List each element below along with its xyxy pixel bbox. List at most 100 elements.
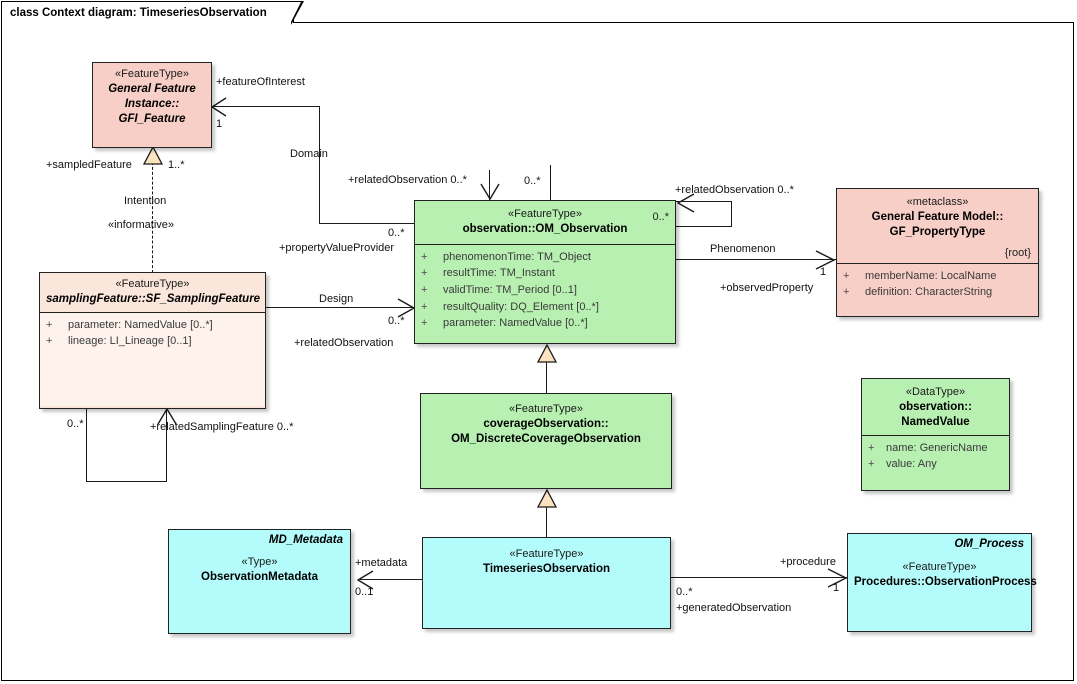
visibility-marker: + — [868, 441, 875, 454]
class-qualified-name: MD_Metadata — [268, 534, 343, 546]
visibility-marker: + — [46, 318, 53, 331]
visibility-marker: + — [421, 267, 428, 280]
visibility-marker: + — [843, 286, 850, 299]
edge-generalization-timeseries-v — [546, 505, 548, 537]
attribute-row: +resultQuality: DQ_Element [0..*] — [421, 299, 671, 316]
class-header: «Type» ObservationMetadata — [169, 530, 350, 590]
edge-related-sampling-v2 — [166, 409, 168, 482]
label-procedure-multiplicity: 1 — [833, 582, 840, 594]
attribute-text: resultQuality: DQ_Element [0..*] — [443, 300, 599, 313]
class-header: «FeatureType» TimeseriesObservation — [423, 538, 670, 582]
label-informative: «informative» — [108, 219, 175, 231]
class-stereotype: «metaclass» — [906, 196, 969, 208]
class-qualified-name: OM_Process — [954, 538, 1024, 550]
edge-related-sampling-h — [86, 481, 167, 483]
label-feature-of-interest-multiplicity: 1 — [216, 118, 223, 130]
attribute-row: + parameter: NamedValue [0..*] — [46, 317, 261, 334]
label-related-sampling-feature: +relatedSamplingFeature 0..* — [150, 421, 294, 433]
class-gfi-feature[interactable]: «FeatureType» General Feature Instance::… — [92, 62, 212, 148]
attribute-row: +validTime: TM_Period [0..1] — [421, 282, 671, 299]
generalization-triangle-coverage — [536, 344, 558, 363]
class-header: «FeatureType» observation::OM_Observatio… — [415, 201, 675, 244]
label-metadata: +metadata — [355, 557, 408, 569]
label-observed-property-multiplicity: 1 — [820, 266, 827, 278]
title-tab-wedge — [289, 2, 301, 24]
attribute-text: definition: CharacterString — [865, 286, 993, 299]
arrowhead-phenomenon — [815, 250, 836, 270]
edge-intention-dashed — [152, 162, 153, 273]
class-header: «DataType» observation:: NamedValue — [862, 379, 1009, 435]
label-related-observation-design-multiplicity: 0..* — [388, 315, 405, 327]
arrowhead-related-observation-right — [676, 193, 695, 213]
class-header: «FeatureType» samplingFeature::SF_Sampli… — [40, 273, 265, 312]
edge-domain-v — [319, 106, 321, 224]
class-om-observation[interactable]: «FeatureType» observation::OM_Observatio… — [414, 200, 676, 344]
class-name-line-2: Instance:: — [124, 97, 180, 110]
diagram-title-tab: class Context diagram: TimeseriesObserva… — [1, 0, 304, 25]
attribute-text: phenomenonTime: TM_Object — [443, 250, 591, 263]
class-stereotype: «FeatureType» — [902, 561, 977, 573]
arrowhead-procedure — [827, 568, 848, 588]
edge-related-sampling-v1 — [86, 409, 88, 482]
class-header: «FeatureType» Procedures::ObservationPro… — [848, 534, 1037, 595]
edge-design-h — [266, 307, 416, 309]
label-intention: Intention — [124, 195, 167, 207]
label-sampling-self-multiplicity: 0..* — [67, 418, 84, 430]
class-name-line-1: samplingFeature::SF_SamplingFeature — [46, 292, 261, 305]
class-name-line-1: observation:: — [899, 400, 972, 413]
attribute-row: +phenomenonTime: TM_Object — [421, 249, 671, 266]
root-constraint: {root} — [1004, 247, 1031, 259]
class-name-line-1: coverageObservation:: — [483, 417, 609, 430]
class-name-line-1: TimeseriesObservation — [483, 562, 610, 575]
class-sf-samplingfeature[interactable]: «FeatureType» samplingFeature::SF_Sampli… — [39, 272, 266, 409]
class-header: «metaclass» General Feature Model:: GF_P… — [837, 189, 1038, 259]
attribute-text: parameter: NamedValue [0..*] — [68, 318, 213, 331]
label-related-observation-design: +relatedObservation — [294, 337, 394, 349]
class-name-line-2: GF_PropertyType — [889, 225, 986, 238]
label-generated-observation-multiplicity: 0..* — [676, 586, 693, 598]
class-om-discretecoverageobservation[interactable]: «FeatureType» coverageObservation:: OM_D… — [420, 393, 672, 489]
attribute-text: name: GenericName — [886, 441, 988, 454]
class-name-line-1: Procedures::ObservationProcess — [854, 575, 1037, 588]
edge-phenomenon-h — [676, 259, 836, 261]
attribute-row: +value: Any — [868, 456, 1005, 473]
label-sampled-feature-multiplicity: 1..* — [168, 159, 185, 171]
class-observationprocess[interactable]: OM_Process «FeatureType» Procedures::Obs… — [847, 533, 1037, 632]
label-feature-of-interest: +featureOfInterest — [216, 76, 305, 88]
label-metadata-multiplicity: 0..1 — [355, 586, 374, 598]
attribute-text: lineage: LI_Lineage [0..1] — [68, 335, 192, 348]
edge-generalization-coverage-v — [546, 360, 548, 393]
label-sampled-feature: +sampledFeature — [46, 159, 132, 171]
attribute-text: memberName: LocalName — [865, 269, 997, 282]
class-gf-propertytype[interactable]: «metaclass» General Feature Model:: GF_P… — [836, 188, 1039, 317]
diagram-title: class Context diagram: TimeseriesObserva… — [10, 6, 267, 19]
class-name-line-1: observation::OM_Observation — [462, 222, 628, 235]
edge-metadata-h — [360, 579, 422, 581]
attribute-text: validTime: TM_Period [0..1] — [443, 284, 577, 296]
attribute-text: parameter: NamedValue [0..*] — [443, 317, 588, 330]
label-generated-observation: +generatedObservation — [676, 602, 792, 614]
class-header: «FeatureType» coverageObservation:: OM_D… — [421, 394, 671, 452]
class-stereotype: «Type» — [241, 556, 278, 568]
class-stereotype: «FeatureType» — [115, 68, 189, 80]
class-observationmetadata[interactable]: MD_Metadata «Type» ObservationMetadata — [168, 529, 351, 634]
edge-related-observation-left-v — [489, 170, 491, 202]
class-name-line-3: GFI_Feature — [118, 112, 186, 125]
attribute-row: +memberName: LocalName — [843, 268, 1034, 285]
label-domain: Domain — [290, 148, 328, 160]
class-header: «FeatureType» General Feature Instance::… — [93, 63, 211, 131]
attribute-row: +parameter: NamedValue [0..*] — [421, 315, 671, 332]
class-stereotype: «DataType» — [905, 386, 966, 398]
class-namedvalue[interactable]: «DataType» observation:: NamedValue + nam… — [861, 378, 1010, 491]
corner-multiplicity: 0..* — [652, 211, 669, 223]
arrowhead-related-sampling-feature — [157, 407, 177, 425]
label-related-observation-left: +relatedObservation 0..* — [348, 174, 467, 186]
class-attributes: + parameter: NamedValue [0..*] + lineage: … — [40, 311, 265, 406]
attribute-text: resultTime: TM_Instant — [443, 267, 555, 280]
class-attributes: +memberName: LocalName + definition: Char… — [837, 262, 1038, 305]
edge-related-observation-right-h1 — [676, 201, 732, 203]
label-property-value-provider-multiplicity: 0..* — [388, 227, 405, 239]
label-self-multiplicity-top: 0..* — [524, 175, 541, 187]
class-timeseriesobservation[interactable]: «FeatureType» TimeseriesObservation — [422, 537, 671, 629]
arrowhead-feature-of-interest — [210, 97, 227, 117]
